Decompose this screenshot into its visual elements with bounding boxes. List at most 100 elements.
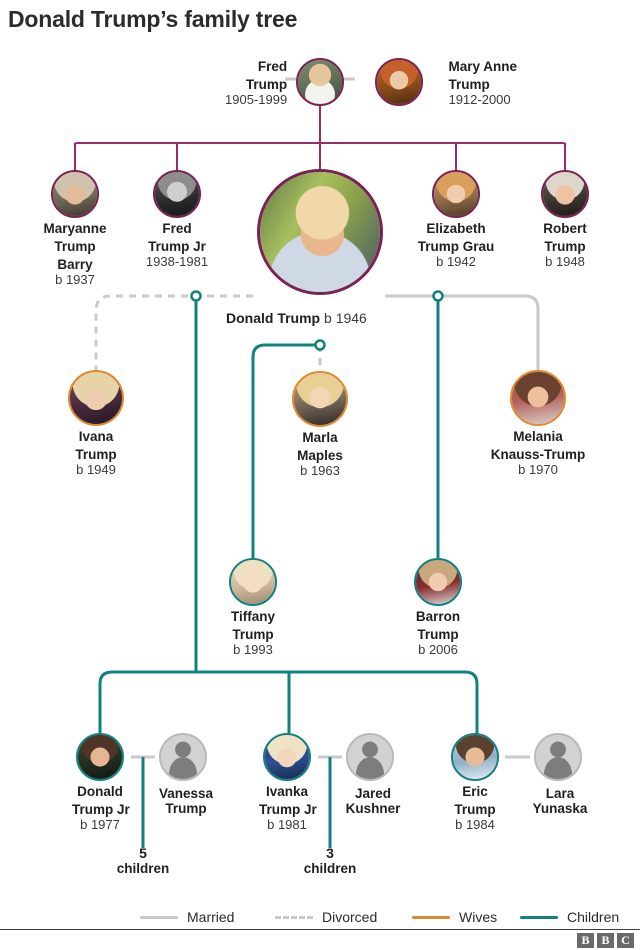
legend-swatch-children xyxy=(520,915,558,919)
person-years: b 1946 xyxy=(324,310,367,326)
person-photo xyxy=(414,558,462,606)
person-maryanne-trump-barry[interactable]: Maryanne Trump Barry b 1937 xyxy=(29,170,121,287)
person-lara-yunaska-label: Lara Yunaska xyxy=(512,786,608,816)
legend-label: Divorced xyxy=(322,909,378,925)
person-name: Mary Anne xyxy=(448,59,517,74)
legend-item-divorced: Divorced xyxy=(275,905,377,929)
footer-divider xyxy=(0,929,640,930)
person-photo xyxy=(257,169,383,295)
person-name-2: Trump Jr xyxy=(148,239,206,254)
person-photo xyxy=(432,170,480,218)
kids-label: children xyxy=(116,861,170,876)
person-years: b 1948 xyxy=(545,254,585,269)
kids-label: children xyxy=(303,861,357,876)
person-elizabeth-trump-grau[interactable]: Elizabeth Trump Grau b 1942 xyxy=(398,170,514,269)
person-years: 1912-2000 xyxy=(448,92,511,107)
kids-count-ivanka: 3 children xyxy=(285,845,375,877)
person-photo-placeholder xyxy=(159,733,207,781)
line-married-melania xyxy=(385,294,540,370)
spouse-name-2: Kushner xyxy=(345,801,401,816)
person-name: Ivanka xyxy=(265,784,309,799)
person-name: Eric xyxy=(462,784,488,799)
person-donald-trump[interactable] xyxy=(257,169,383,295)
person-name: Melania xyxy=(513,429,563,444)
person-robert-trump[interactable]: Robert Trump b 1948 xyxy=(519,170,611,269)
person-name-2: Trump xyxy=(245,77,288,92)
person-name: Marla xyxy=(302,430,338,445)
person-jared-kushner[interactable] xyxy=(342,733,398,781)
person-years: 1905-1999 xyxy=(225,92,288,107)
person-years: b 1993 xyxy=(233,642,273,657)
person-photo xyxy=(263,733,311,781)
kids-number: 5 xyxy=(139,845,147,861)
person-barron-trump[interactable]: Barron Trump b 2006 xyxy=(410,558,466,657)
person-photo xyxy=(451,733,499,781)
legend-label: Wives xyxy=(459,909,498,925)
person-vanessa-trump-label: Vanessa Trump xyxy=(143,786,229,816)
person-name-2: Trump xyxy=(232,627,274,642)
person-photo xyxy=(510,370,566,426)
bbc-letter-3: C xyxy=(617,933,634,948)
bbc-letter-2: B xyxy=(597,933,614,948)
person-name: Donald Trump xyxy=(226,310,321,326)
kids-count-donjr: 5 children xyxy=(98,845,188,877)
person-photo xyxy=(375,57,424,106)
person-name: Fred xyxy=(162,221,192,236)
person-years: b 1981 xyxy=(267,817,307,832)
person-marla-maples[interactable]: Marla Maples b 1963 xyxy=(274,371,366,478)
legend-item-wives: Wives xyxy=(412,905,497,929)
person-photo xyxy=(292,371,348,427)
person-years: b 2006 xyxy=(418,642,458,657)
legend-swatch-married xyxy=(140,915,178,919)
legend-label: Married xyxy=(187,909,235,925)
person-name-2: Trump xyxy=(448,77,490,92)
person-photo xyxy=(229,558,277,606)
person-donald-label: Donald Trump b 1946 xyxy=(226,310,367,326)
person-name: Donald xyxy=(77,784,123,799)
person-name-2: Trump xyxy=(544,239,586,254)
spouse-name-2: Yunaska xyxy=(532,801,588,816)
legend-label: Children xyxy=(567,909,620,925)
person-ivana-trump[interactable]: Ivana Trump b 1949 xyxy=(50,370,142,477)
person-years: 1938-1981 xyxy=(145,254,209,269)
person-name-2: Trump xyxy=(75,447,117,462)
legend-swatch-wives xyxy=(412,915,450,919)
node-marla-junction xyxy=(314,339,326,351)
person-fred-trump-jr[interactable]: Fred Trump Jr 1938-1981 xyxy=(131,170,223,269)
person-name: Barron xyxy=(415,609,461,624)
person-ivanka-trump[interactable]: Ivanka Trump Jr b 1981 xyxy=(259,733,317,832)
person-years: b 1970 xyxy=(518,462,558,477)
person-name-2: Trump Jr xyxy=(72,802,130,817)
person-years: b 1977 xyxy=(80,817,120,832)
person-melania-knauss-trump[interactable]: Melania Knauss-Trump b 1970 xyxy=(478,370,598,477)
legend-item-children: Children xyxy=(520,905,619,929)
person-donald-trump-jr[interactable]: Donald Trump Jr b 1977 xyxy=(72,733,130,832)
person-photo xyxy=(153,170,201,218)
person-name-2: Trump Jr xyxy=(259,802,317,817)
person-name-2: Trump Grau xyxy=(417,239,495,254)
person-name-2: Trump xyxy=(454,802,496,817)
person-name-2: Trump xyxy=(54,239,96,254)
person-name: Ivana xyxy=(78,429,114,444)
spouse-name: Jared xyxy=(354,786,392,801)
person-photo-placeholder xyxy=(346,733,394,781)
person-years: b 1984 xyxy=(455,817,495,832)
person-name: Robert xyxy=(543,221,587,236)
person-fred-trump[interactable]: Fred Trump 1905-1999 xyxy=(225,56,345,107)
person-lara-yunaska[interactable] xyxy=(530,733,586,781)
person-tiffany-trump[interactable]: Tiffany Trump b 1993 xyxy=(225,558,281,657)
person-years: b 1949 xyxy=(76,462,116,477)
person-mary-anne-trump[interactable]: Mary Anne Trump 1912-2000 xyxy=(357,56,517,107)
person-photo xyxy=(68,370,124,426)
person-name-3: Barry xyxy=(57,257,93,272)
legend: Married Divorced Wives Children xyxy=(0,905,640,929)
line-children-marla xyxy=(251,343,320,558)
node-melania-junction xyxy=(432,290,444,302)
legend-item-married: Married xyxy=(140,905,234,929)
spouse-name-2: Trump xyxy=(165,801,207,816)
person-eric-trump[interactable]: Eric Trump b 1984 xyxy=(447,733,503,832)
person-vanessa-trump[interactable] xyxy=(155,733,211,781)
kids-number: 3 xyxy=(326,845,334,861)
